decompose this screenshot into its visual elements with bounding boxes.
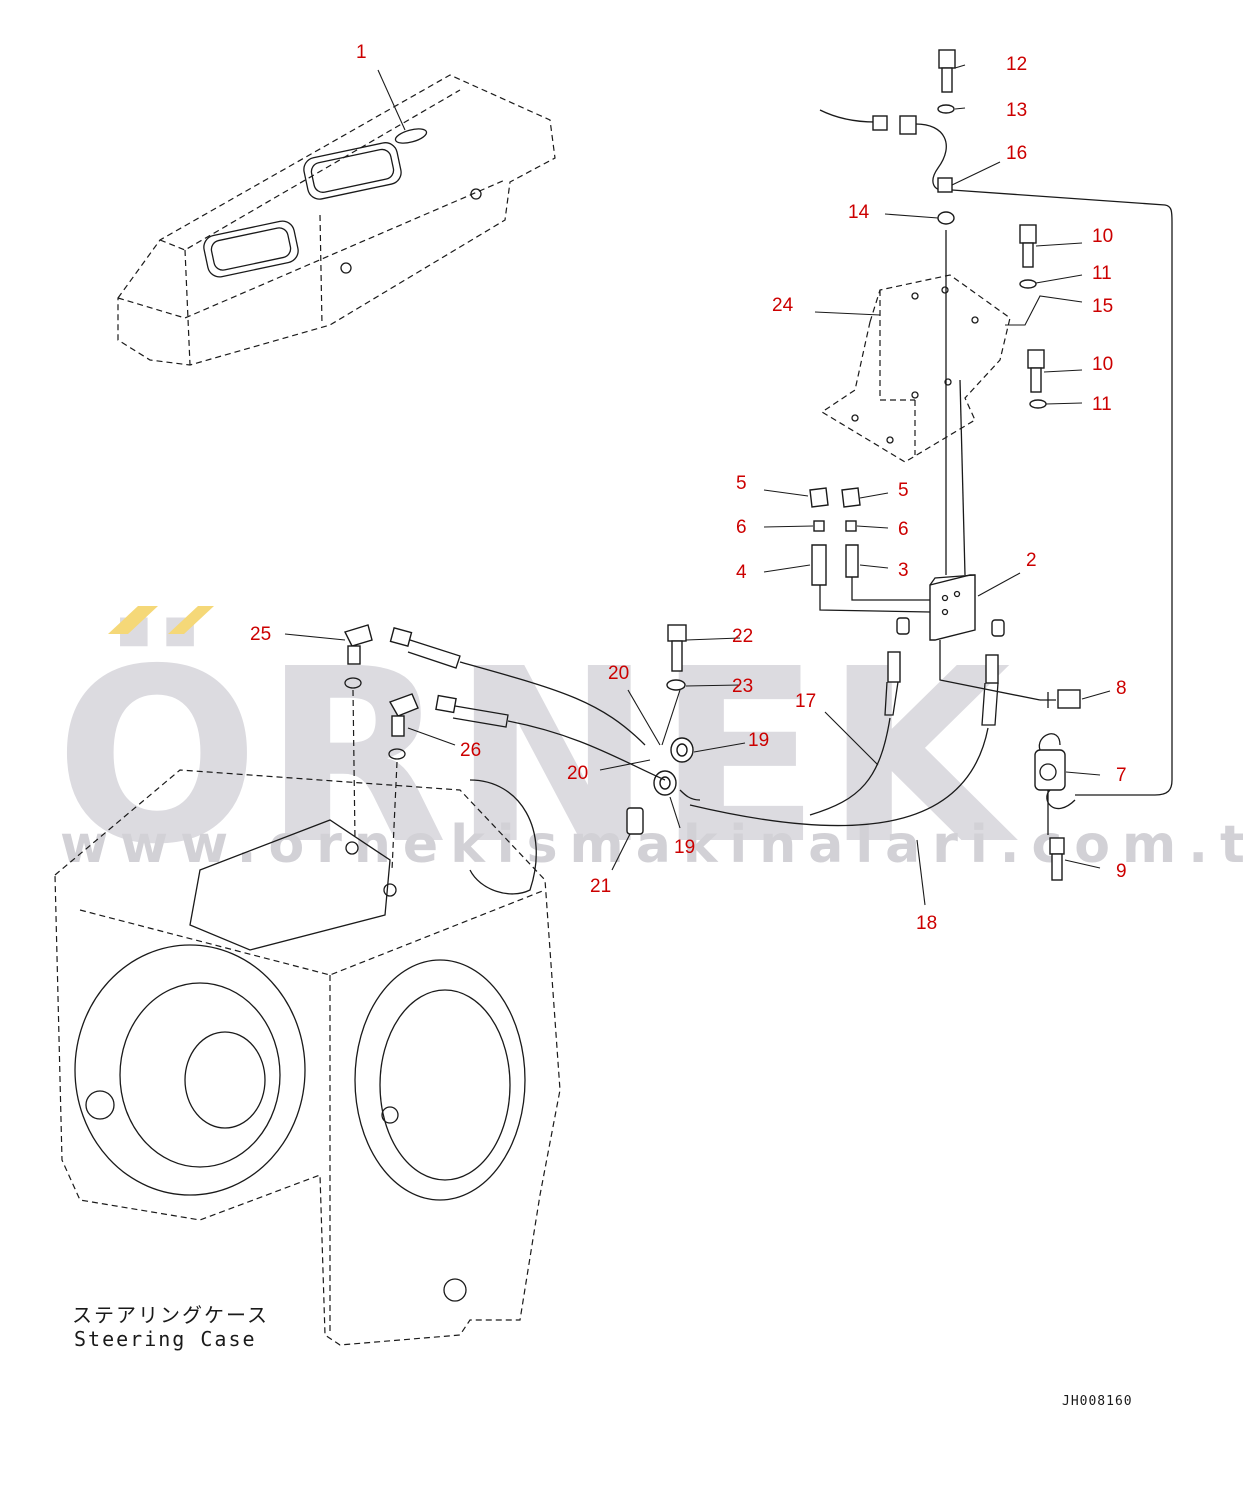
callout-21: 21 [590, 876, 611, 897]
callout-25: 25 [250, 624, 271, 645]
callout-8: 8 [1116, 678, 1127, 699]
callout-7: 7 [1116, 765, 1127, 786]
tubes [344, 624, 666, 871]
watermark-url: www.ornekismakinalari.com.tr [60, 815, 1243, 875]
callout-11a: 11 [1092, 263, 1112, 284]
callout-19b: 19 [674, 837, 695, 858]
callout-13: 13 [1006, 100, 1027, 121]
callout-26: 26 [460, 740, 481, 761]
leader-lines [284, 64, 1111, 906]
callout-20a: 20 [608, 663, 629, 684]
hoses [679, 577, 1041, 827]
callout-numbers: 1 2 3 4 5 5 6 6 7 8 9 10 10 11 11 12 13 … [250, 42, 1127, 934]
callout-17: 17 [795, 691, 816, 712]
callout-14: 14 [848, 202, 870, 223]
valve-block [896, 574, 1005, 641]
watermark: ÖRNEK www.ornekismakinalari.com.tr [55, 606, 1243, 897]
watermark-accent-right [168, 606, 214, 634]
harness [819, 109, 1173, 796]
swivels [626, 737, 694, 835]
callout-16: 16 [1006, 143, 1027, 164]
callout-9: 9 [1116, 861, 1127, 882]
callout-5b: 5 [898, 480, 909, 501]
callout-12: 12 [1006, 54, 1027, 75]
callout-11b: 11 [1092, 394, 1112, 415]
callout-23: 23 [732, 676, 753, 697]
steering-case-label-en: Steering Case [74, 1327, 257, 1351]
watermark-accent-left [108, 606, 158, 634]
callout-22: 22 [732, 626, 753, 647]
callout-10b: 10 [1092, 354, 1113, 375]
pressure-switch [1034, 689, 1081, 881]
fittings [809, 487, 861, 586]
cover-assembly [117, 74, 556, 366]
callout-15: 15 [1092, 296, 1113, 317]
callout-20b: 20 [567, 763, 588, 784]
callout-3: 3 [898, 560, 909, 581]
bracket [820, 274, 1011, 463]
steering-case-label-jp: ステアリングケース [72, 1303, 269, 1327]
callout-6a: 6 [736, 517, 747, 538]
callout-10a: 10 [1092, 226, 1113, 247]
bolts-washers [666, 49, 1047, 691]
callout-6b: 6 [898, 519, 909, 540]
watermark-brand: ÖRNEK [55, 616, 1019, 897]
callout-24: 24 [772, 295, 794, 316]
callout-4: 4 [736, 562, 747, 583]
callout-5a: 5 [736, 473, 747, 494]
callout-1: 1 [356, 42, 367, 63]
callout-18: 18 [916, 913, 937, 934]
drawing-code: JH008160 [1062, 1394, 1133, 1409]
steering-case [54, 769, 561, 1346]
callout-2: 2 [1026, 550, 1037, 571]
callout-19a: 19 [748, 730, 769, 751]
